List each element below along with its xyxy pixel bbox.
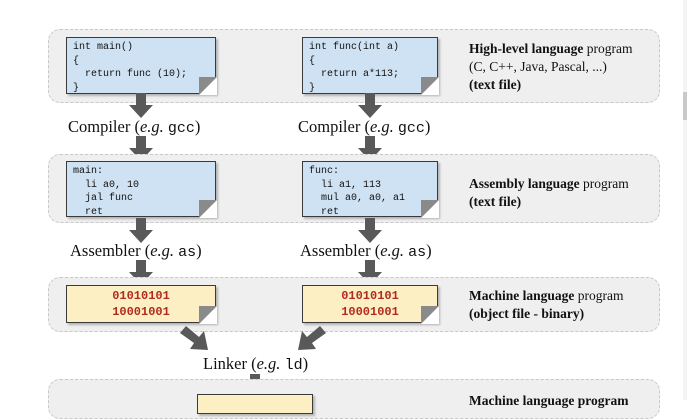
main-assembly-card: main: li a0, 10 jal func ret xyxy=(66,161,217,218)
diagonal-arrow-icon xyxy=(298,326,326,350)
assembly-file-type: (text file) xyxy=(469,194,522,209)
main-c-source-card: int main() { return func (10); } xyxy=(66,37,217,95)
down-arrow-icon xyxy=(129,93,153,118)
eg-text: e.g. xyxy=(380,241,405,260)
machine-title: Machine language xyxy=(469,288,575,303)
func-c-source-code: int func(int a) { return a*113; } xyxy=(309,42,400,94)
close-paren: ) xyxy=(302,354,309,373)
machine-title-suffix: program xyxy=(574,288,624,303)
close-paren: ) xyxy=(194,117,201,136)
compiler-label-right: Compiler (e.g. gcc) xyxy=(298,117,430,137)
func-object-bits: 01010101 10001001 xyxy=(341,289,399,319)
scrollbar-thumb[interactable] xyxy=(683,92,687,120)
close-paren: ) xyxy=(424,117,431,136)
down-arrow-icon xyxy=(358,136,382,161)
assembler-command: as xyxy=(178,244,197,261)
compiler-word: Compiler ( xyxy=(298,117,370,136)
assembler-word: Assembler ( xyxy=(70,241,151,260)
assembly-title-suffix: program xyxy=(579,176,629,191)
assembler-command: as xyxy=(408,244,427,261)
page-fold-icon xyxy=(420,199,439,218)
down-arrow-icon xyxy=(358,260,382,285)
main-object-bits: 01010101 10001001 xyxy=(112,289,170,319)
eg-text: e.g. xyxy=(369,117,394,136)
down-arrow-icon xyxy=(129,260,153,285)
close-paren: ) xyxy=(196,241,202,260)
assembler-word: Assembler ( xyxy=(300,241,381,260)
eg-text: e.g. xyxy=(150,241,175,260)
main-assembly-code: main: li a0, 10 jal func ret xyxy=(73,166,140,218)
down-arrow-icon xyxy=(358,93,382,118)
func-assembly-card: func: li a1, 113 mul a0, a0, a1 ret xyxy=(302,161,439,218)
func-object-card: 01010101 10001001 xyxy=(302,285,439,324)
page-fold-icon xyxy=(198,76,217,95)
high-level-languages: (C, C++, Java, Pascal, ...) xyxy=(469,59,607,74)
high-level-file-type: (text file) xyxy=(469,77,522,92)
compiler-command: gcc xyxy=(167,120,195,137)
linker-command: ld xyxy=(284,357,303,374)
page-fold-icon xyxy=(420,305,439,324)
high-level-title-suffix: program xyxy=(583,41,633,56)
close-paren: ) xyxy=(426,241,432,260)
main-c-source-code: int main() { return func (10); } xyxy=(73,42,188,94)
down-arrow-icon xyxy=(129,218,153,243)
assembler-label-left: Assembler (e.g. as) xyxy=(70,241,202,261)
machine-language-description: Machine language program (object file - … xyxy=(469,287,624,323)
executable-card xyxy=(197,394,313,414)
diagonal-arrow-icon xyxy=(180,326,208,350)
eg-text: e.g. xyxy=(139,117,164,136)
high-level-title: High-level language xyxy=(469,41,584,56)
high-level-description: High-level language program (C, C++, Jav… xyxy=(469,40,632,94)
executable-description: Machine language program xyxy=(469,392,629,410)
assembly-title: Assembly language xyxy=(469,176,580,191)
func-c-source-card: int func(int a) { return a*113; } xyxy=(302,37,439,95)
down-arrow-icon xyxy=(129,136,153,161)
assembler-label-right: Assembler (e.g. as) xyxy=(300,241,432,261)
compiler-command: gcc xyxy=(397,120,425,137)
linker-word: Linker ( xyxy=(203,354,257,373)
page: { "rows": [ { "left_code": "int main()\n… xyxy=(48,0,687,419)
vertical-scrollbar[interactable] xyxy=(683,0,687,400)
main-object-card: 01010101 10001001 xyxy=(66,285,217,324)
func-assembly-code: func: li a1, 113 mul a0, a0, a1 ret xyxy=(309,166,406,218)
linker-label: Linker (e.g. ld) xyxy=(203,354,308,374)
page-fold-icon xyxy=(198,305,217,324)
page-fold-icon xyxy=(198,199,217,218)
down-arrow-icon xyxy=(358,218,382,243)
compiler-word: Compiler ( xyxy=(68,117,140,136)
machine-file-type: (object file - binary) xyxy=(469,306,585,321)
page-fold-icon xyxy=(420,76,439,95)
compiler-label-left: Compiler (e.g. gcc) xyxy=(68,117,200,137)
eg-text: e.g. xyxy=(256,354,281,373)
assembly-description: Assembly language program (text file) xyxy=(469,175,629,211)
executable-title: Machine language program xyxy=(469,393,629,408)
